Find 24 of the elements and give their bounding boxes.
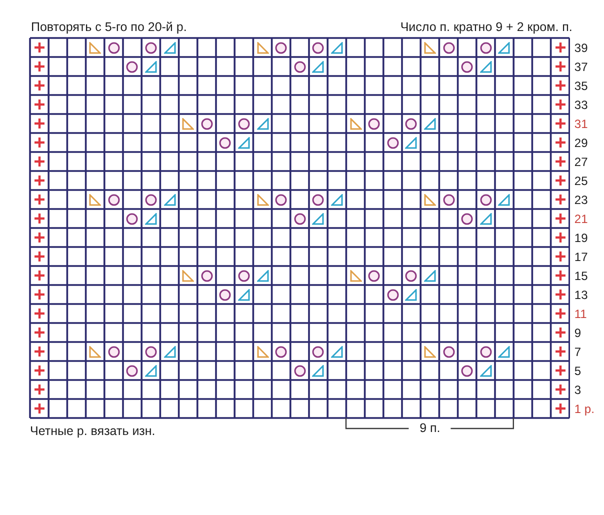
row-number: 7: [574, 344, 582, 358]
row-number: 23: [574, 192, 588, 206]
row-number: 19: [574, 230, 588, 244]
row-number: 39: [574, 40, 588, 54]
row-number: 35: [574, 78, 588, 92]
row-number: 31: [574, 116, 588, 130]
instruction-note: Повторять с 5-го по 20-й р.: [31, 20, 187, 34]
row-number: 33: [574, 98, 588, 112]
row-number: 13: [574, 288, 588, 302]
row-number: 9: [574, 326, 582, 340]
row-number: 21: [574, 212, 588, 226]
dimension-label: 9 п.: [418, 421, 442, 435]
row-number: 3: [574, 382, 582, 396]
row-number: 37: [574, 60, 588, 74]
row-number: 5: [574, 364, 582, 378]
row-number: 25: [574, 174, 588, 188]
row-number: 1 р.: [574, 402, 594, 416]
row-number: 29: [574, 136, 588, 150]
stitch-multiple-note: Число п. кратно 9 + 2 кром. п.: [400, 20, 572, 34]
row-number: 11: [574, 306, 587, 320]
row-number: 27: [574, 154, 588, 168]
instruction-note: Четные р. вязать изн.: [30, 424, 156, 438]
row-number: 15: [574, 268, 588, 282]
row-number: 17: [574, 250, 588, 264]
